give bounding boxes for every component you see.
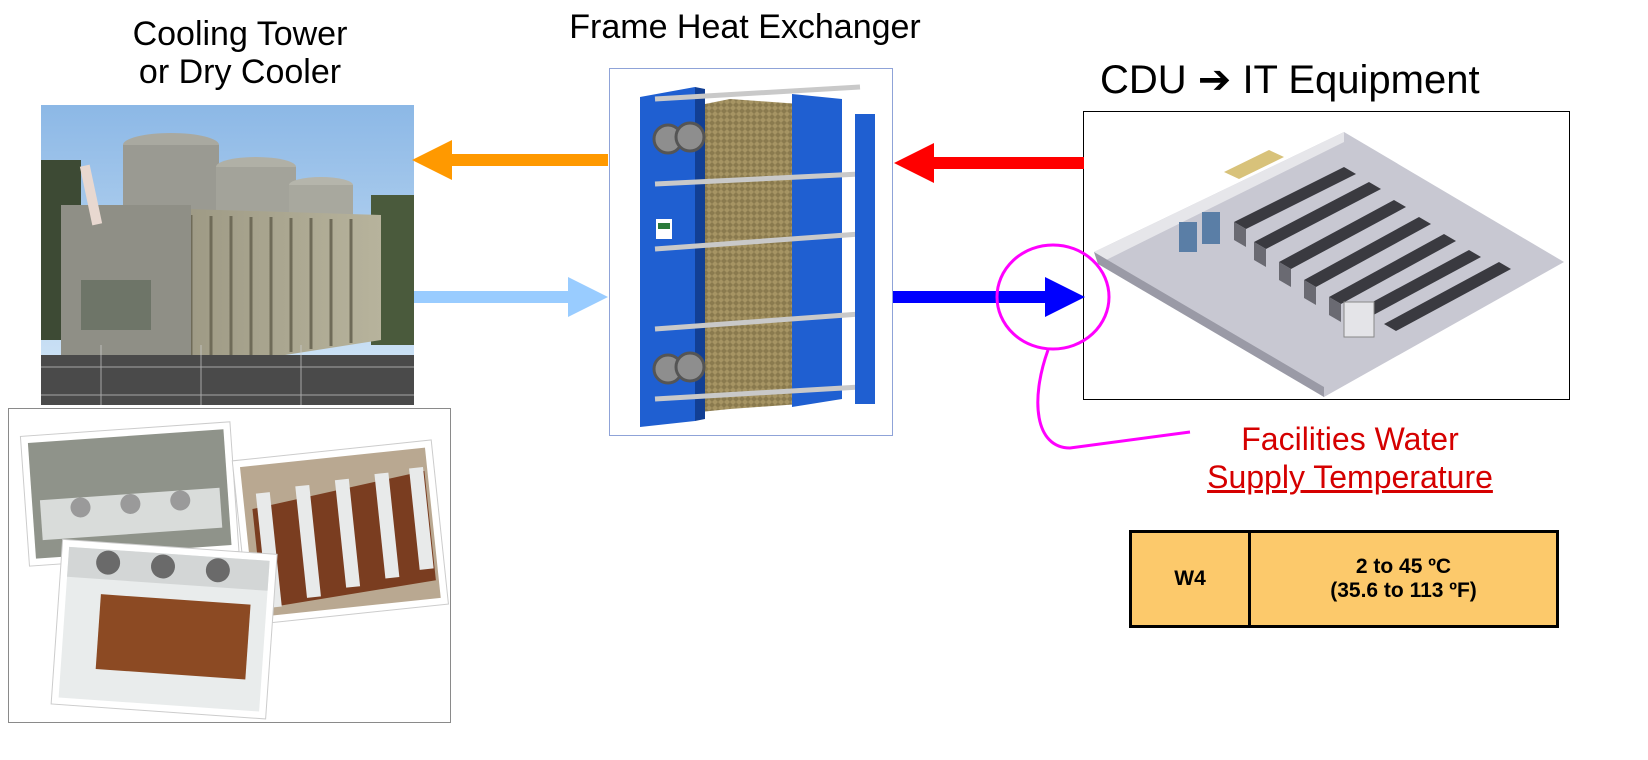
warm-water-to-tower-arrow [412,140,608,180]
temperature-range-fahrenheit: (35.6 to 113 ºF) [1330,579,1477,602]
cdu-title: CDU ➔ IT Equipment [1100,58,1560,103]
cdu-label: CDU [1100,58,1187,102]
heat-exchanger-title: Frame Heat Exchanger [569,8,921,46]
right-arrow-icon: ➔ [1197,57,1232,103]
temperature-range-cell: 2 to 45 ºC (35.6 to 113 ºF) [1248,530,1559,628]
facilities-water-line2: Supply Temperature [1207,459,1493,496]
facilities-water-line1: Facilities Water [1241,421,1459,457]
hot-return-from-it-arrow [894,143,1084,183]
table-row: W4 2 to 45 ºC (35.6 to 113 ºF) [1129,530,1559,628]
dry-cooler-photo-frame [8,408,451,723]
it-equipment-label: IT Equipment [1242,58,1480,102]
water-class-table: W4 2 to 45 ºC (35.6 to 113 ºF) [1129,530,1559,628]
facilities-water-callout-label: Facilities Water Supply Temperature [1140,420,1560,497]
data-center-photo [1083,111,1570,400]
cold-supply-to-it-arrow [893,277,1085,317]
water-class-cell: W4 [1129,530,1251,628]
cooling-tower-title-line2: or Dry Cooler [138,53,342,92]
cooling-tower-title-line1: Cooling Tower [132,15,348,53]
heat-exchanger-photo [609,68,893,436]
data-center-illustration [1094,132,1564,397]
cooling-tower-illustration [41,105,414,405]
temperature-range-celsius: 2 to 45 ºC [1355,555,1452,578]
cooling-tower-title: Cooling Tower or Dry Cooler [60,15,420,91]
cool-water-from-tower-arrow [414,277,608,317]
dry-cooler-collage [19,421,449,720]
cooling-tower-photo [41,105,414,405]
plate-heat-exchanger-illustration [640,84,875,427]
